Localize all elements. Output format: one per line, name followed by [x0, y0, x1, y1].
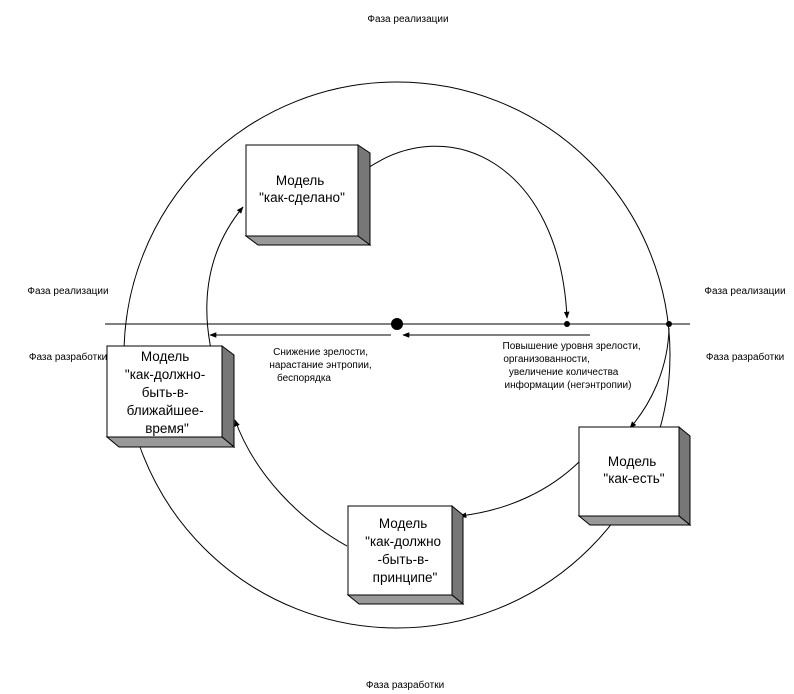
box-as-should-near-line: "как-должно- [125, 367, 205, 382]
box-as-should-principle-line: "как-должно [365, 534, 441, 549]
box-as-done-line: Модель [276, 173, 324, 188]
box-as-should-near-line: Модель [141, 349, 189, 364]
box-as-should-near: Модель "как-должно- быть-в- ближайшее- в… [105, 345, 236, 449]
svg-text:Модель "как-должно: Модель "как-должно -быть-в- принципе" [365, 516, 445, 585]
box-as-should-near-line: ближайшее- [127, 403, 204, 418]
annotation-entropy-line: нарастание энтропии, [269, 360, 371, 371]
box-as-should-principle-line: принципе" [373, 570, 438, 585]
svg-text:Модель "как-есть": Модель "как-есть" [603, 454, 664, 486]
annotation-negentropy-line: увеличение количества [509, 367, 619, 378]
box-as-should-principle-line: -быть-в- [377, 552, 428, 567]
phase-label-bottom: Фаза разработки [366, 679, 444, 691]
annotation-entropy-line: Снижение зрелости, [273, 347, 368, 358]
box-as-should-principle-line: Модель [379, 516, 427, 531]
phase-label-left-lower: Фаза разработки [29, 351, 107, 363]
annotation-negentropy-line: информации (негэнтропии) [505, 379, 632, 391]
phase-label-top: Фаза реализации [367, 14, 448, 25]
annotation-entropy-line: беспорядка [277, 372, 331, 384]
box-as-done-line: "как-сделано" [259, 190, 345, 205]
box-as-done: Модель "как-сделано" [244, 144, 372, 246]
center-point [391, 318, 403, 330]
box-as-is-line: Модель [608, 454, 656, 469]
box-as-is: Модель "как-есть" [577, 425, 692, 527]
box-as-should-principle: Модель "как-должно -быть-в- принципе" [346, 504, 465, 606]
arc-as-is-to-principle [459, 461, 580, 519]
arc-principle-to-near [234, 419, 348, 547]
inner-arc-point [564, 321, 570, 327]
phase-label-right-upper: Фаза реализации [704, 286, 785, 297]
box-as-should-near-line: быть-в- [142, 385, 189, 400]
annotation-negentropy-line: Повышение уровня зрелости, [503, 341, 641, 352]
annotation-negentropy: Повышение уровня зрелости, организованно… [503, 341, 644, 391]
phase-label-left-upper: Фаза реализации [27, 286, 108, 297]
svg-text:Модель "как-должно-: Модель "как-должно- быть-в- ближайшее- в… [125, 349, 209, 436]
arc-outer-to-as-is [629, 327, 670, 429]
phase-label-right-lower: Фаза разработки [706, 351, 784, 363]
arc-done-to-inner-point [364, 145, 570, 319]
annotation-negentropy-line: организованности, [503, 354, 590, 365]
outer-arc-point [666, 321, 672, 327]
svg-text:Модель "как-сделано": Модель "как-сделано" [259, 173, 345, 205]
box-as-should-near-line: время" [145, 421, 189, 436]
annotation-entropy: Снижение зрелости, нарастание энтропии, … [269, 347, 374, 384]
box-as-is-line: "как-есть" [603, 471, 664, 486]
